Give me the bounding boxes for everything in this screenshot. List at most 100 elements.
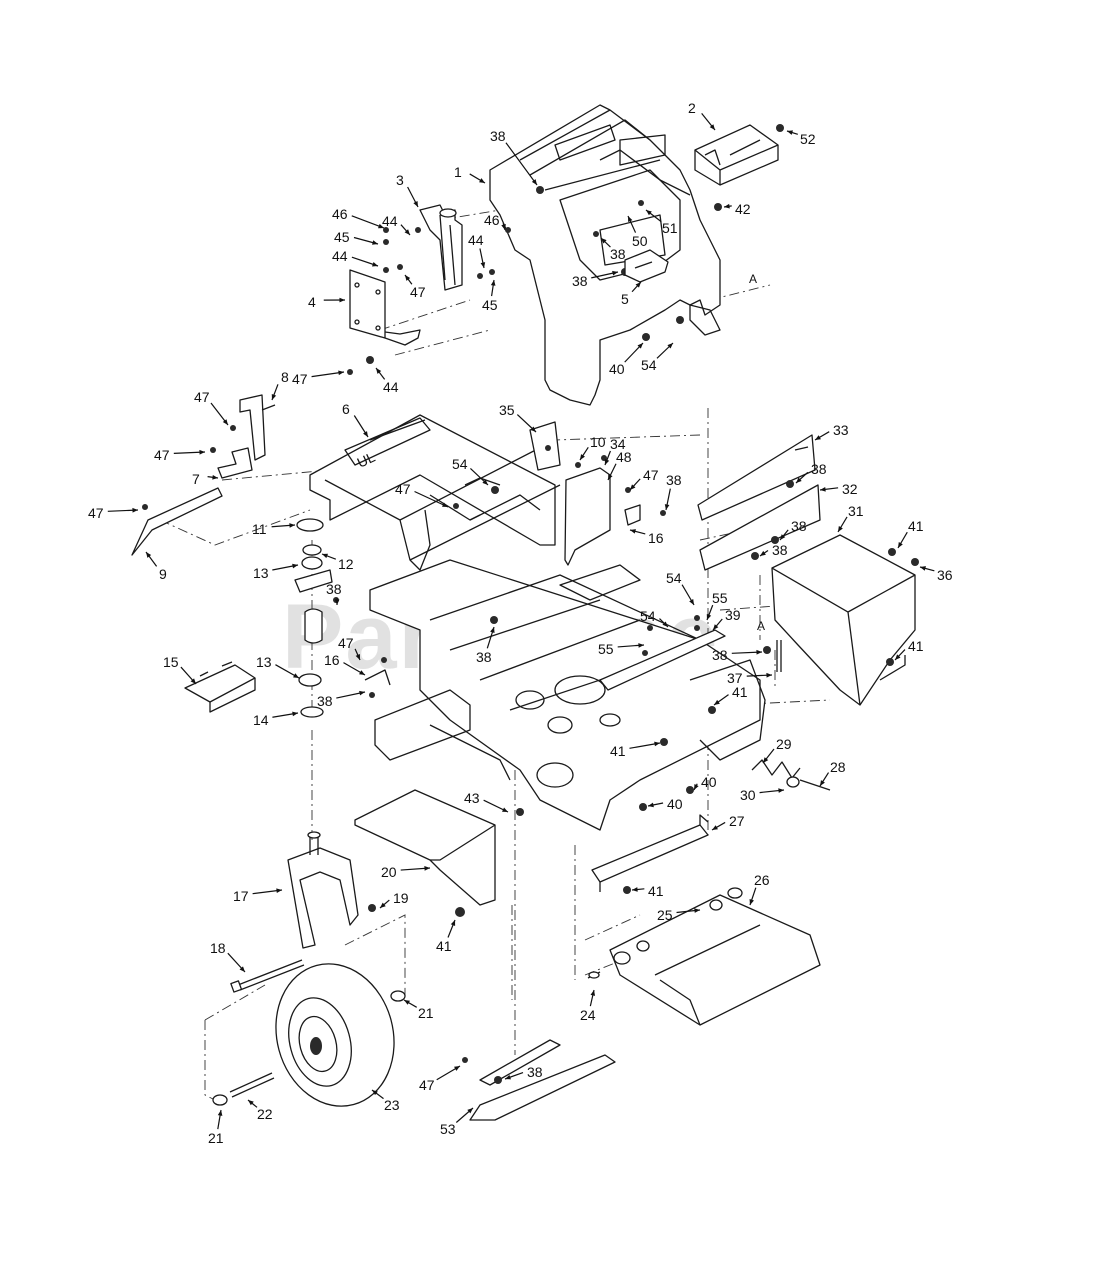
callout-label-47: 47 xyxy=(194,389,210,405)
bracket-part-34 xyxy=(565,468,610,565)
callout-arrowhead xyxy=(359,691,365,696)
reference-mark-a-lower: A xyxy=(757,619,765,633)
callout-label-38: 38 xyxy=(527,1064,543,1080)
callout-label-38: 38 xyxy=(326,581,342,597)
callout-label-54: 54 xyxy=(666,570,682,586)
callout-label-52: 52 xyxy=(800,131,816,147)
control-tower-part-1 xyxy=(490,105,720,405)
callout-label-25: 25 xyxy=(657,907,673,923)
callout-label-41: 41 xyxy=(436,938,452,954)
callout-label-54: 54 xyxy=(641,357,657,373)
callout-label-7: 7 xyxy=(192,471,200,487)
callout-label-46: 46 xyxy=(332,206,348,222)
callout-label-38: 38 xyxy=(476,649,492,665)
callout-label-15: 15 xyxy=(163,654,179,670)
callout-label-44: 44 xyxy=(382,213,398,229)
callout-label-17: 17 xyxy=(233,888,249,904)
callout-label-3: 3 xyxy=(396,172,404,188)
callout-label-18: 18 xyxy=(210,940,226,956)
callout-label-41: 41 xyxy=(908,518,924,534)
callout-label-14: 14 xyxy=(253,712,269,728)
callout-arrowhead xyxy=(322,554,328,558)
callout-label-41: 41 xyxy=(908,638,924,654)
callout-label-47: 47 xyxy=(643,467,659,483)
callout-label-21: 21 xyxy=(208,1130,224,1146)
callout-arrowhead xyxy=(580,454,585,460)
callout-label-41: 41 xyxy=(648,883,664,899)
callout-label-41: 41 xyxy=(732,684,748,700)
callout-label-16: 16 xyxy=(324,652,340,668)
callout-label-20: 20 xyxy=(381,864,397,880)
callout-label-51: 51 xyxy=(662,220,678,236)
callout-label-50: 50 xyxy=(632,233,648,249)
bracket-part-2 xyxy=(695,125,778,185)
spring-part-37 xyxy=(777,640,781,672)
callout-arrowhead xyxy=(272,394,276,400)
callout-label-46: 46 xyxy=(484,212,500,228)
callout-label-39: 39 xyxy=(725,607,741,623)
callout-label-40: 40 xyxy=(609,361,625,377)
callout-arrowhead xyxy=(424,866,430,871)
callout-label-6: 6 xyxy=(342,401,350,417)
callout-label-11: 11 xyxy=(252,521,267,537)
callout-label-19: 19 xyxy=(393,890,409,906)
callout-arrowhead xyxy=(760,551,766,556)
bolt-part-28 xyxy=(800,780,830,790)
bushing-part-30 xyxy=(787,777,799,787)
callout-label-40: 40 xyxy=(701,774,717,790)
main-frame-part-6: UL xyxy=(310,415,560,570)
callout-arrowhead xyxy=(338,370,344,375)
cap-part-11 xyxy=(297,519,323,531)
callout-label-13: 13 xyxy=(253,565,269,581)
spring-assembly xyxy=(752,760,830,790)
callout-label-33: 33 xyxy=(833,422,849,438)
callout-label-47: 47 xyxy=(154,447,170,463)
callout-label-48: 48 xyxy=(616,449,632,465)
callout-arrowhead xyxy=(756,650,762,655)
callout-arrowhead xyxy=(451,920,455,926)
callout-arrowhead xyxy=(339,298,345,303)
callout-label-38: 38 xyxy=(610,246,626,262)
nut-part-12 xyxy=(303,545,321,555)
wheel-part-23 xyxy=(260,950,409,1119)
callout-label-38: 38 xyxy=(490,128,506,144)
callout-label-41: 41 xyxy=(610,743,626,759)
bearing-part-13b xyxy=(299,674,321,686)
callout-label-44: 44 xyxy=(383,379,399,395)
callout-arrowhead xyxy=(491,280,496,286)
callout-arrowhead xyxy=(363,431,368,437)
callout-arrowhead xyxy=(724,204,730,209)
callout-label-55: 55 xyxy=(712,590,728,606)
callout-arrowhead xyxy=(648,803,654,808)
callout-label-44: 44 xyxy=(332,248,348,264)
callout-label-38: 38 xyxy=(317,693,333,709)
callout-label-23: 23 xyxy=(384,1097,400,1113)
axle-part-22 xyxy=(230,1073,274,1097)
callout-arrowhead xyxy=(766,673,772,678)
callout-label-4: 4 xyxy=(308,294,316,310)
callout-label-38: 38 xyxy=(791,518,807,534)
bearing-part-13 xyxy=(302,557,322,569)
bracket-part-27 xyxy=(592,815,708,892)
callout-label-21: 21 xyxy=(418,1005,434,1021)
callout-arrowhead xyxy=(292,564,298,569)
callout-arrowhead xyxy=(212,475,218,480)
callout-arrowhead xyxy=(481,262,486,268)
callout-label-47: 47 xyxy=(292,371,308,387)
callout-label-55: 55 xyxy=(598,641,614,657)
callout-label-16: 16 xyxy=(648,530,664,546)
callout-label-40: 40 xyxy=(667,796,683,812)
caster-fork-part-17 xyxy=(288,832,358,948)
callout-label-42: 42 xyxy=(735,201,751,217)
callout-arrowhead xyxy=(787,130,793,134)
callout-arrowhead xyxy=(820,780,825,786)
callout-label-35: 35 xyxy=(499,402,515,418)
callout-label-47: 47 xyxy=(410,284,426,300)
callout-label-2: 2 xyxy=(688,100,696,116)
plate-part-53 xyxy=(470,1040,615,1120)
callout-arrowhead xyxy=(605,459,609,465)
bracket-part-7 xyxy=(218,448,252,478)
callout-arrowhead xyxy=(218,1110,223,1116)
callout-label-32: 32 xyxy=(842,481,858,497)
